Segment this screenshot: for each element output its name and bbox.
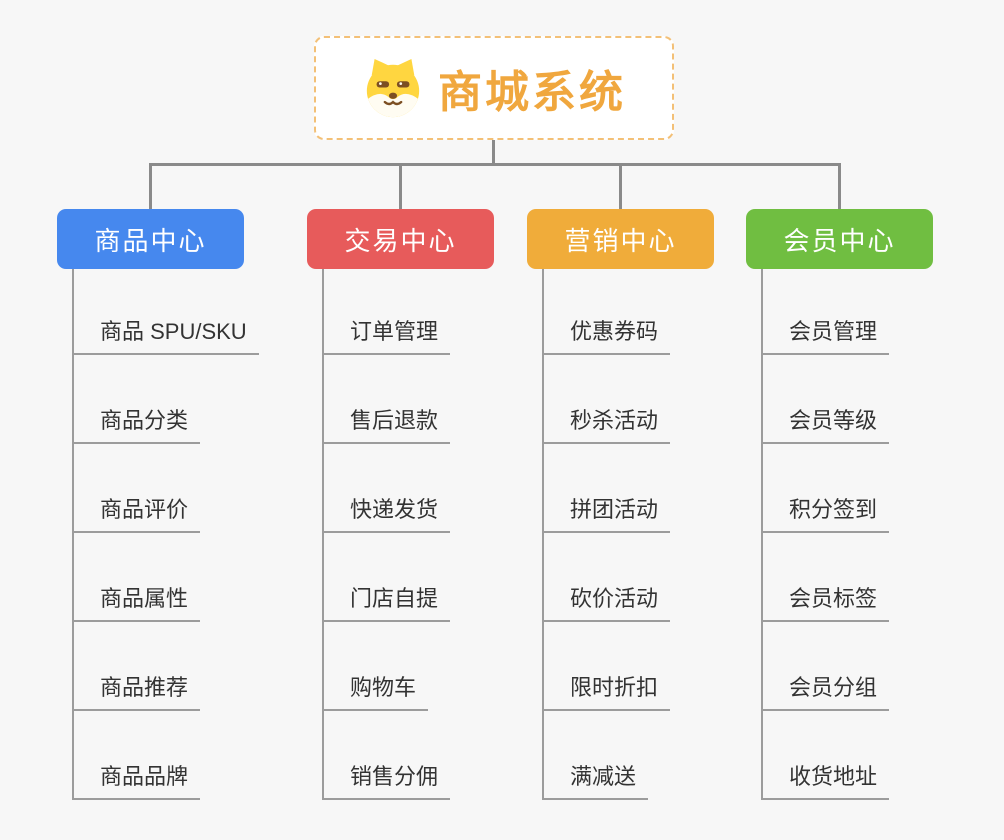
connector-drop-marketing-center: [619, 163, 622, 210]
child-node[interactable]: 销售分佣: [324, 759, 451, 800]
child-row: 砍价活动: [544, 533, 671, 622]
child-row: 优惠券码: [544, 269, 671, 355]
child-node[interactable]: 商品 SPU/SKU: [74, 314, 259, 355]
branch-children-trade-center: 订单管理 售后退款 快递发货 门店自提 购物车 销售分佣: [322, 269, 451, 800]
child-node[interactable]: 购物车: [324, 670, 429, 711]
child-node[interactable]: 限时折扣: [544, 670, 671, 711]
child-node[interactable]: 收货地址: [763, 759, 890, 800]
branch-column-product-center: 商品中心 商品 SPU/SKU 商品分类 商品评价 商品属性 商品推荐 商品品牌: [57, 209, 287, 800]
child-node[interactable]: 商品属性: [74, 581, 201, 622]
child-node[interactable]: 优惠券码: [544, 314, 671, 355]
child-node[interactable]: 商品评价: [74, 492, 201, 533]
child-node[interactable]: 售后退款: [324, 403, 451, 444]
child-row: 会员分组: [763, 622, 890, 711]
child-row: 商品评价: [74, 444, 259, 533]
child-node[interactable]: 订单管理: [324, 314, 451, 355]
child-node[interactable]: 商品品牌: [74, 759, 201, 800]
child-row: 商品品牌: [74, 711, 259, 800]
branch-header-member-center[interactable]: 会员中心: [746, 209, 933, 269]
child-node[interactable]: 商品分类: [74, 403, 201, 444]
child-node[interactable]: 会员标签: [763, 581, 890, 622]
child-row: 限时折扣: [544, 622, 671, 711]
child-row: 商品属性: [74, 533, 259, 622]
child-row: 秒杀活动: [544, 355, 671, 444]
root-node[interactable]: 商城系统: [314, 36, 674, 140]
branch-label: 交易中心: [344, 225, 457, 256]
child-row: 满减送: [544, 711, 670, 800]
child-row: 订单管理: [324, 269, 451, 355]
child-row: 购物车: [324, 622, 450, 711]
branch-column-marketing-center: 营销中心 优惠券码 秒杀活动 拼团活动 砍价活动 限时折扣 满减送: [527, 209, 757, 800]
connector-drop-member-center: [838, 163, 841, 210]
connector-root-stub: [492, 140, 495, 165]
child-row: 快递发货: [324, 444, 451, 533]
shiba-dog-icon: [366, 58, 420, 118]
child-node[interactable]: 秒杀活动: [544, 403, 671, 444]
connector-drop-trade-center: [399, 163, 402, 210]
branch-column-trade-center: 交易中心 订单管理 售后退款 快递发货 门店自提 购物车 销售分佣: [307, 209, 537, 800]
child-node[interactable]: 快递发货: [324, 492, 451, 533]
child-node[interactable]: 积分签到: [763, 492, 890, 533]
branch-label: 营销中心: [564, 225, 677, 256]
child-row: 会员等级: [763, 355, 890, 444]
child-node[interactable]: 会员管理: [763, 314, 890, 355]
branch-children-product-center: 商品 SPU/SKU 商品分类 商品评价 商品属性 商品推荐 商品品牌: [72, 269, 259, 800]
child-row: 会员管理: [763, 269, 890, 355]
child-node[interactable]: 会员分组: [763, 670, 890, 711]
child-row: 商品推荐: [74, 622, 259, 711]
child-node[interactable]: 会员等级: [763, 403, 890, 444]
child-node[interactable]: 商品推荐: [74, 670, 201, 711]
child-row: 销售分佣: [324, 711, 451, 800]
connector-drop-product-center: [149, 163, 152, 210]
branch-label: 商品中心: [94, 225, 207, 256]
child-node[interactable]: 门店自提: [324, 581, 451, 622]
child-node[interactable]: 拼团活动: [544, 492, 671, 533]
child-node[interactable]: 砍价活动: [544, 581, 671, 622]
child-row: 门店自提: [324, 533, 451, 622]
child-row: 拼团活动: [544, 444, 671, 533]
child-row: 商品 SPU/SKU: [74, 269, 259, 355]
branch-header-product-center[interactable]: 商品中心: [57, 209, 244, 269]
branch-label: 会员中心: [783, 225, 896, 256]
child-row: 会员标签: [763, 533, 890, 622]
root-title: 商城系统: [438, 68, 626, 117]
child-row: 商品分类: [74, 355, 259, 444]
child-row: 收货地址: [763, 711, 890, 800]
connector-horizontal-rail: [149, 163, 840, 166]
branch-header-marketing-center[interactable]: 营销中心: [527, 209, 714, 269]
child-node[interactable]: 满减送: [544, 759, 649, 800]
branch-children-member-center: 会员管理 会员等级 积分签到 会员标签 会员分组 收货地址: [761, 269, 890, 800]
branch-header-trade-center[interactable]: 交易中心: [307, 209, 494, 269]
child-row: 售后退款: [324, 355, 451, 444]
branch-column-member-center: 会员中心 会员管理 会员等级 积分签到 会员标签 会员分组 收货地址: [746, 209, 976, 800]
branch-children-marketing-center: 优惠券码 秒杀活动 拼团活动 砍价活动 限时折扣 满减送: [542, 269, 671, 800]
child-row: 积分签到: [763, 444, 890, 533]
